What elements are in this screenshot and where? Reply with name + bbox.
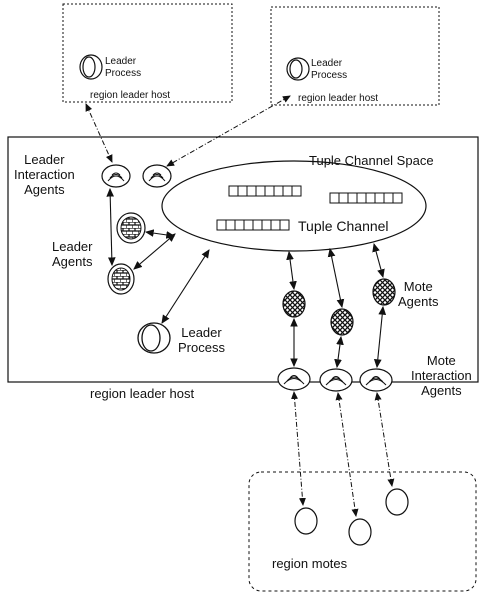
- arrow-mote-agent-3-to-interaction: [373, 305, 387, 369]
- dashed-arrow-remote-host-1: [85, 103, 113, 163]
- arrow-leader-agent-2-to-space: [133, 233, 176, 270]
- leader-interaction-agent-icon-1: [101, 164, 131, 188]
- tuple-channel-space-ellipse: [161, 160, 427, 252]
- mote-agent-icon-3: [372, 278, 396, 306]
- remote-leader-host-box-2: [270, 6, 440, 106]
- leader-agent-icon-1: [116, 212, 146, 244]
- tuple-channel-2: [329, 192, 403, 204]
- leader-interaction-agent-icon-2: [142, 164, 172, 188]
- remote-leader-process-label-2: Leader Process: [311, 58, 348, 81]
- mote-interaction-agents-label: Mote Interaction Agents: [411, 353, 472, 398]
- dashed-arrow-mote-1: [291, 391, 306, 506]
- mote-agent-icon-1: [282, 290, 306, 318]
- arrow-mote-agent-1-to-space: [286, 250, 297, 291]
- remote-leader-process-icon-1: [79, 54, 103, 80]
- region-mote-1: [294, 507, 318, 535]
- arrow-mote-agent-3-to-space: [372, 242, 385, 279]
- region-mote-3: [385, 488, 409, 516]
- dashed-arrow-mote-3: [374, 392, 395, 487]
- arrow-mote-agent-2-to-space: [327, 247, 345, 309]
- remote-region-leader-host-label-1: region leader host: [90, 90, 171, 101]
- arrow-interaction-agent-to-leader-agent: [106, 187, 116, 267]
- leader-process-icon: [137, 322, 171, 354]
- mote-agent-icon-2: [330, 308, 354, 336]
- leader-interaction-agents-label: Leader Interaction Agents: [14, 152, 75, 197]
- mote-interaction-agent-icon-1: [277, 367, 311, 391]
- tuple-channel-label: Tuple Channel: [298, 218, 389, 234]
- mote-agents-label: Mote Agents: [398, 279, 439, 309]
- leader-agent-icon-2: [107, 263, 135, 295]
- arrow-mote-agent-2-to-interaction: [334, 335, 344, 369]
- mote-interaction-agent-icon-2: [319, 368, 353, 392]
- region-motes-label: region motes: [272, 556, 348, 571]
- mote-interaction-agent-icon-3: [359, 368, 393, 392]
- tuple-channel-1: [228, 185, 302, 197]
- leader-agents-label: Leader Agents: [52, 239, 93, 269]
- arrow-leader-process-to-space: [161, 249, 210, 324]
- remote-leader-process-icon-2: [286, 57, 310, 81]
- remote-region-leader-host-label-2: region leader host: [298, 93, 379, 104]
- tuple-channel-3: [216, 219, 290, 231]
- arrow-leader-agent-1-to-space: [144, 229, 176, 239]
- region-leader-host-label: region leader host: [90, 386, 195, 401]
- remote-leader-host-box-1: [62, 3, 233, 103]
- dashed-arrow-remote-host-2: [166, 95, 291, 167]
- tuple-channel-space-label: Tuple Channel Space: [309, 153, 434, 168]
- dashed-arrow-mote-2: [335, 392, 359, 517]
- region-mote-2: [348, 518, 372, 546]
- leader-process-label: Leader Process: [178, 325, 225, 355]
- remote-leader-process-label-1: Leader Process: [105, 56, 142, 79]
